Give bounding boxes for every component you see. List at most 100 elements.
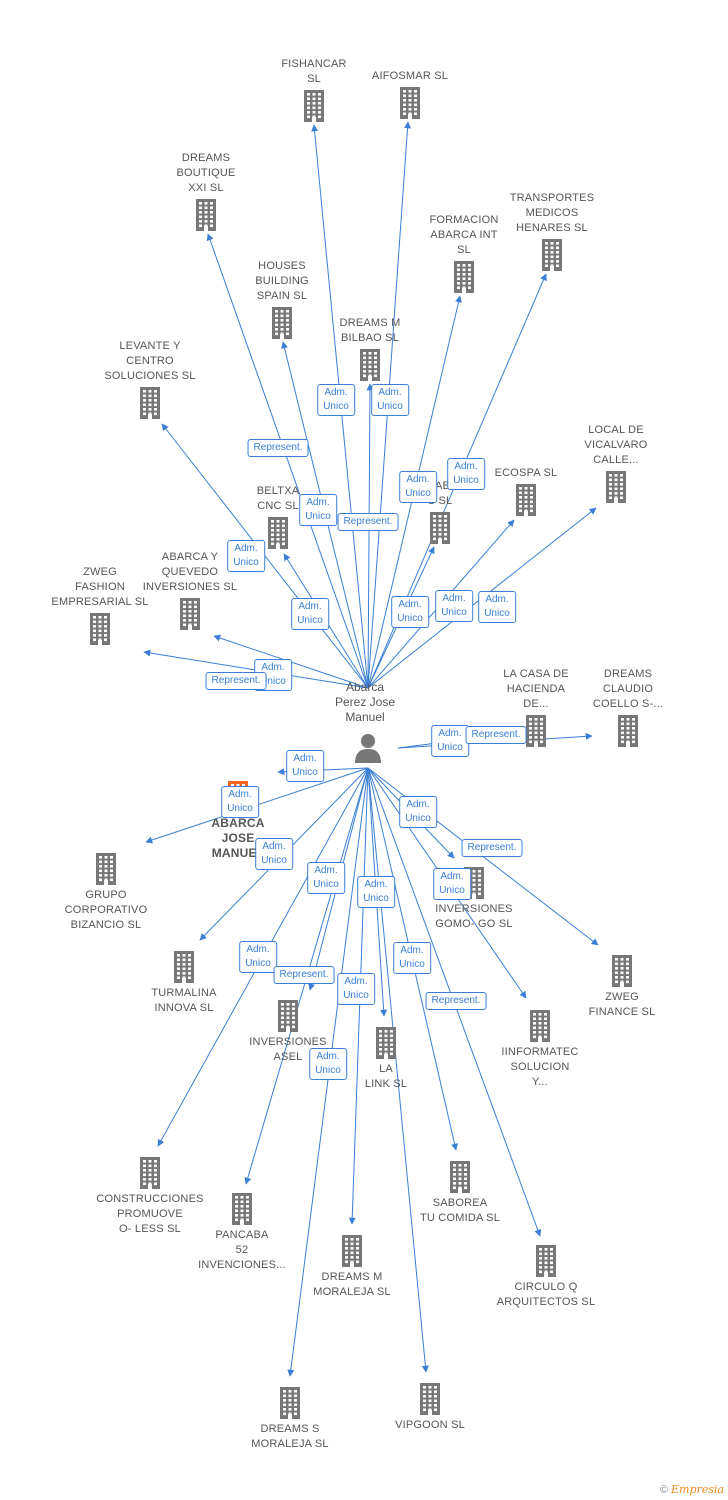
building-icon-saborea[interactable] bbox=[448, 1159, 472, 1193]
building-icon-dreams-boutique[interactable] bbox=[194, 197, 218, 231]
building-icon-la-casa[interactable] bbox=[524, 713, 548, 747]
edge-role-text: Unico bbox=[260, 676, 286, 687]
edge-role-text: Unico bbox=[437, 742, 463, 753]
company-label-aifosmar[interactable]: AIFOSMAR SL bbox=[372, 69, 448, 84]
edge-role-text: Represent. bbox=[343, 516, 393, 527]
edge-role-text: Adm. bbox=[378, 387, 402, 398]
building-icon-circulo[interactable] bbox=[534, 1243, 558, 1277]
building-icon-bizancio[interactable] bbox=[94, 851, 118, 885]
company-label-line: DREAMS bbox=[181, 152, 231, 164]
company-label-line: HOUSES bbox=[258, 260, 306, 272]
building-icon-abarca-quevedo[interactable] bbox=[178, 596, 202, 630]
building-icon-levante[interactable] bbox=[138, 385, 162, 419]
edge-line-levante bbox=[161, 423, 369, 689]
company-label-gomo[interactable]: INVERSIONES GOMO- GO SL bbox=[435, 902, 512, 932]
company-label-line: BUILDING bbox=[255, 275, 309, 287]
edge-role-label: Represent. bbox=[465, 726, 527, 744]
building-icon-formacion[interactable] bbox=[452, 259, 476, 293]
building-icon-dreams-moraleja-s[interactable] bbox=[278, 1385, 302, 1419]
building-icon-local-vicalvaro[interactable] bbox=[604, 469, 628, 503]
edge-role-text: Adm. bbox=[246, 944, 270, 955]
edge-role-label: Adm. Unico bbox=[371, 384, 409, 416]
company-label-line: ECOSPA SL bbox=[494, 467, 558, 479]
building-icon-dreams-moraleja-m[interactable] bbox=[340, 1233, 364, 1267]
company-label-line: AIFOSMAR SL bbox=[371, 70, 449, 82]
company-label-line: FASHION bbox=[75, 581, 125, 593]
building-icon-aifosmar[interactable] bbox=[398, 85, 422, 119]
edge-role-text: Unico bbox=[363, 893, 389, 904]
edge-role-text: Adm. bbox=[261, 662, 285, 673]
edge-role-text: Represent. bbox=[253, 442, 303, 453]
edge-role-text: Unico bbox=[377, 401, 403, 412]
company-label-line: CNC SL bbox=[257, 500, 299, 512]
company-label-line: FORMACION bbox=[429, 214, 499, 226]
edge-role-text: Unico bbox=[399, 959, 425, 970]
edge-role-text: Adm. bbox=[262, 841, 286, 852]
building-icon-beltxa[interactable] bbox=[266, 515, 290, 549]
building-icon-iinformatec[interactable] bbox=[528, 1008, 552, 1042]
building-icon-asel[interactable] bbox=[276, 998, 300, 1032]
edge-role-text: Represent. bbox=[279, 969, 329, 980]
edge-role-text: Unico bbox=[305, 511, 331, 522]
company-label-ecospa[interactable]: ECOSPA SL bbox=[495, 466, 558, 481]
company-label-line: GOMO- GO SL bbox=[435, 918, 513, 930]
building-icon-fishancar[interactable] bbox=[302, 88, 326, 122]
company-label-line: BOUTIQUE bbox=[176, 167, 236, 179]
center-person-name[interactable]: Abarca Perez Jose Manuel bbox=[335, 680, 395, 725]
building-icon-zweg-fashion[interactable] bbox=[88, 611, 112, 645]
company-label-line: INVERSIONES bbox=[435, 903, 513, 915]
edge-line-dreams-bilbao bbox=[366, 383, 374, 689]
building-icon-dreams-claudio[interactable] bbox=[616, 713, 640, 747]
edge-role-text: Unico bbox=[405, 813, 431, 824]
edge-role-text: Unico bbox=[343, 990, 369, 1001]
company-label-line: SL bbox=[457, 244, 471, 256]
edge-role-label: Represent. bbox=[205, 672, 267, 690]
building-icon-turmalina[interactable] bbox=[172, 949, 196, 983]
company-label-line: PROMUOVE bbox=[117, 1208, 183, 1220]
building-icon-houses[interactable] bbox=[270, 305, 294, 339]
company-label-line: EMPRESARIAL SL bbox=[51, 596, 149, 608]
building-icon-dreams-bilbao[interactable] bbox=[358, 347, 382, 381]
company-label-vipgoon[interactable]: VIPGOON SL bbox=[395, 1418, 465, 1433]
building-icon-vipgoon[interactable] bbox=[418, 1381, 442, 1415]
edge-role-text: Represent. bbox=[467, 842, 517, 853]
person-icon[interactable] bbox=[353, 732, 383, 764]
company-label-line: CALLE... bbox=[593, 454, 639, 466]
company-label-line: MORALEJA SL bbox=[251, 1438, 329, 1450]
building-icon-imaba[interactable] bbox=[428, 510, 452, 544]
edge-role-text: Adm. bbox=[344, 976, 368, 987]
building-icon-lalink[interactable] bbox=[374, 1025, 398, 1059]
building-icon-transportes[interactable] bbox=[540, 237, 564, 271]
building-icon-ecospa[interactable] bbox=[514, 482, 538, 516]
building-icon-zweg-finance[interactable] bbox=[610, 953, 634, 987]
building-icon-pancaba[interactable] bbox=[230, 1191, 254, 1225]
company-label-line: LA bbox=[379, 1063, 393, 1075]
building-icon-promuove[interactable] bbox=[138, 1155, 162, 1189]
